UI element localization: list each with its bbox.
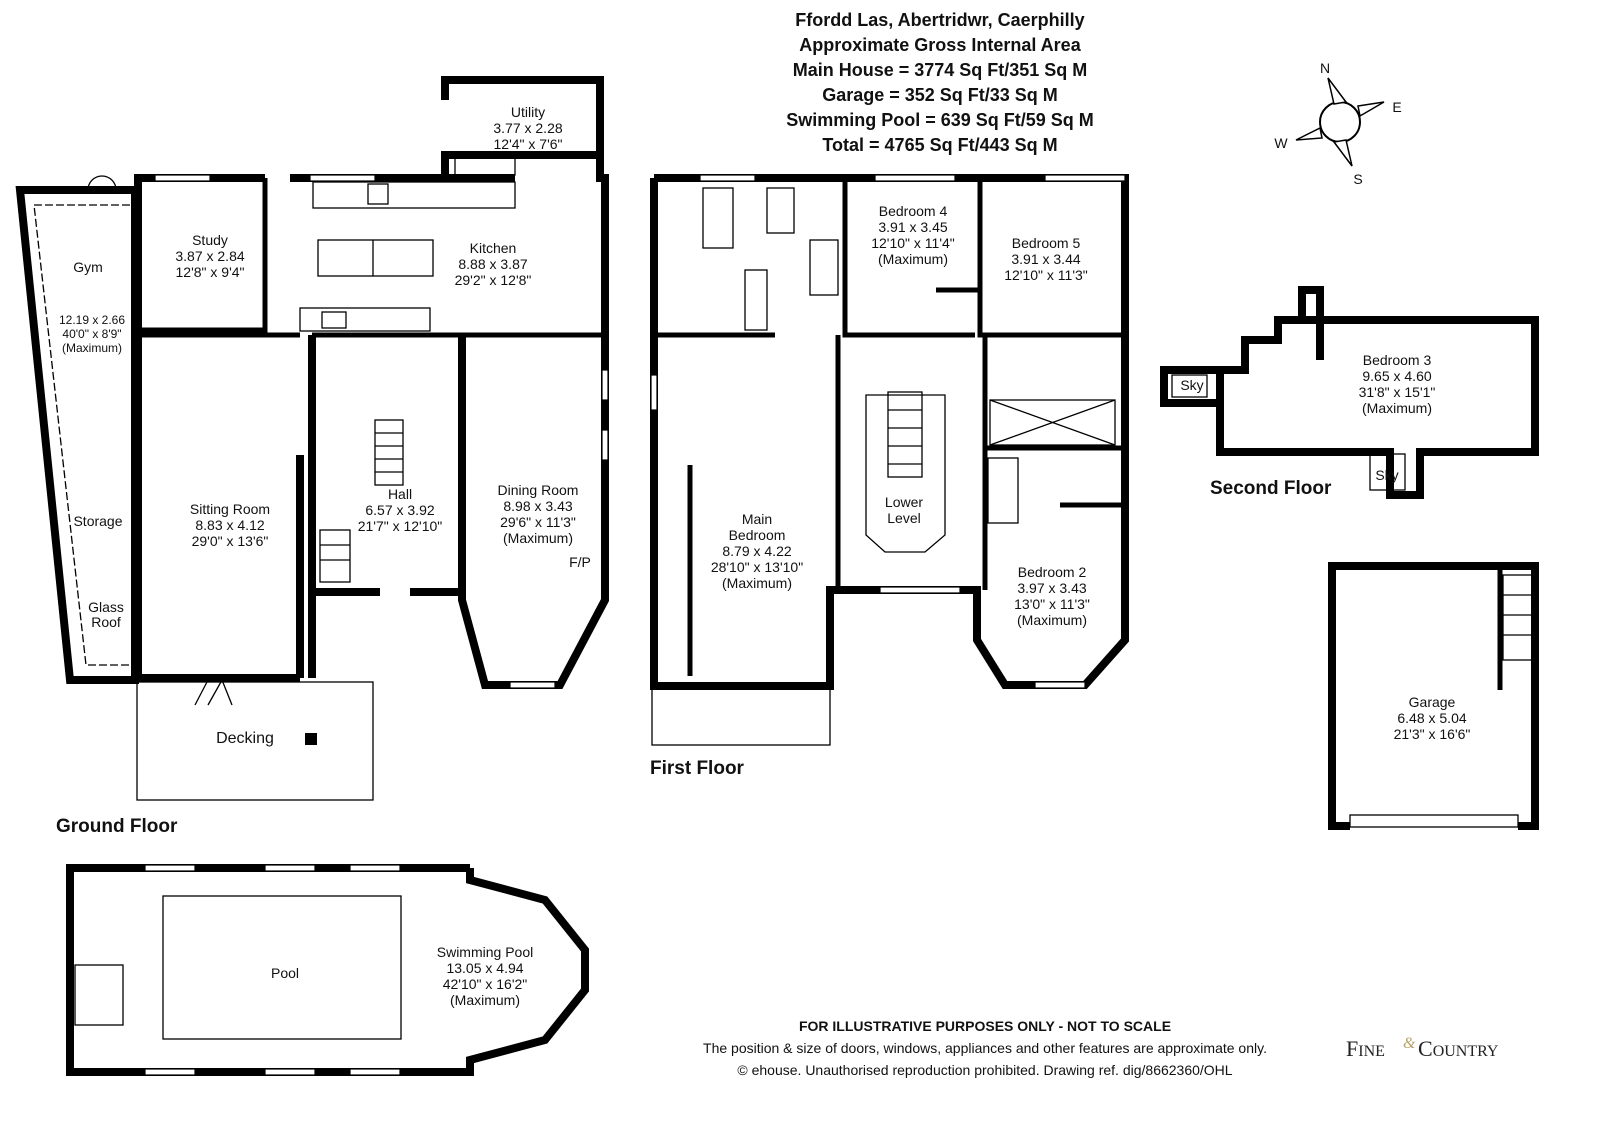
garage-label: Garage: [1409, 694, 1456, 710]
sitting-room-metric: 8.83 x 4.12: [195, 517, 264, 533]
dining-room-note: (Maximum): [503, 530, 573, 546]
swimming-pool-metric: 13.05 x 4.94: [446, 960, 523, 976]
main-house-area: Main House = 3774 Sq Ft/351 Sq M: [793, 60, 1088, 80]
gym-label: Gym: [73, 259, 103, 275]
bedroom4-imperial: 12'10" x 11'4": [871, 235, 955, 251]
decking-label: Decking: [216, 730, 274, 747]
compass-w: W: [1274, 135, 1288, 151]
first-floor-plan: Bedroom 4 3.91 x 3.45 12'10" x 11'4" (Ma…: [650, 174, 1129, 779]
skylight-label-south: Sky: [1375, 467, 1398, 483]
dining-room-metric: 8.98 x 3.43: [503, 498, 572, 514]
skylight-label-west: Sky: [1180, 377, 1203, 393]
svg-text:COUNTRY: COUNTRY: [1418, 1036, 1499, 1061]
swimming-pool-imperial: 42'10" x 16'2": [443, 976, 528, 992]
kitchen-metric: 8.88 x 3.87: [458, 256, 527, 272]
bedroom2-note: (Maximum): [1017, 612, 1087, 628]
bedroom4-label: Bedroom 4: [879, 203, 948, 219]
main-bedroom-metric: 8.79 x 4.22: [722, 543, 791, 559]
swimming-pool-label: Swimming Pool: [437, 944, 533, 960]
garage-metric: 6.48 x 5.04: [1397, 710, 1466, 726]
compass-n: N: [1320, 60, 1330, 76]
address-title: Ffordd Las, Abertridwr, Caerphilly: [795, 10, 1084, 30]
compass-icon: N E S W: [1274, 60, 1401, 187]
pool-tank-label: Pool: [271, 965, 299, 981]
pool-area: Swimming Pool = 639 Sq Ft/59 Sq M: [786, 110, 1094, 130]
hall-label: Hall: [388, 486, 412, 502]
compass-s: S: [1353, 171, 1362, 187]
second-floor-plan: Sky Sky Bedroom 3 9.65 x 4.60 31'8" x 15…: [1160, 286, 1539, 499]
dining-room-label: Dining Room: [498, 482, 579, 498]
bedroom2-label: Bedroom 2: [1018, 564, 1087, 580]
bedroom5-label: Bedroom 5: [1012, 235, 1081, 251]
bedroom4-note: (Maximum): [878, 251, 948, 267]
disclaimer-line-1: The position & size of doors, windows, a…: [703, 1040, 1267, 1056]
gym-metric: 12.19 x 2.66: [59, 313, 125, 327]
lower-level-label: Lower: [885, 494, 923, 510]
area-subtitle: Approximate Gross Internal Area: [799, 35, 1081, 55]
first-floor-title: First Floor: [650, 758, 745, 779]
swimming-pool-note: (Maximum): [450, 992, 520, 1008]
main-bedroom-imperial: 28'10" x 13'10": [711, 559, 803, 575]
swimming-pool-plan: Pool Swimming Pool 13.05 x 4.94 42'10" x…: [66, 864, 589, 1076]
bedroom3-metric: 9.65 x 4.60: [1362, 368, 1431, 384]
storage-label: Storage: [73, 513, 122, 529]
utility-label: Utility: [511, 104, 545, 120]
bedroom3-label: Bedroom 3: [1363, 352, 1432, 368]
bedroom5-metric: 3.91 x 3.44: [1011, 251, 1080, 267]
sitting-room-label: Sitting Room: [190, 501, 270, 517]
disclaimer-line-2: © ehouse. Unauthorised reproduction proh…: [737, 1062, 1232, 1078]
bedroom5-imperial: 12'10" x 11'3": [1004, 267, 1088, 283]
area-summary: Ffordd Las, Abertridwr, Caerphilly Appro…: [786, 10, 1094, 155]
ground-floor-plan: Utility 3.77 x 2.28 12'4" x 7'6" Study 3…: [15, 76, 609, 837]
svg-text:FINE: FINE: [1346, 1036, 1385, 1061]
main-bedroom-note: (Maximum): [722, 575, 792, 591]
gym-note: (Maximum): [62, 341, 122, 355]
ground-floor-title: Ground Floor: [56, 816, 178, 837]
dining-room-imperial: 29'6" x 11'3": [500, 514, 576, 530]
utility-imperial: 12'4" x 7'6": [494, 136, 563, 152]
glass-roof-label: Glass: [88, 599, 124, 615]
utility-metric: 3.77 x 2.28: [493, 120, 562, 136]
sitting-room-imperial: 29'0" x 13'6": [192, 533, 269, 549]
compass-e: E: [1392, 99, 1401, 115]
hall-imperial: 21'7" x 12'10": [358, 518, 443, 534]
total-area: Total = 4765 Sq Ft/443 Sq M: [822, 135, 1057, 155]
bedroom2-metric: 3.97 x 3.43: [1017, 580, 1086, 596]
bedroom2-imperial: 13'0" x 11'3": [1014, 596, 1090, 612]
bedroom4-metric: 3.91 x 3.45: [878, 219, 947, 235]
study-imperial: 12'8" x 9'4": [176, 264, 245, 280]
garage-plan: Garage 6.48 x 5.04 21'3" x 16'6": [1328, 562, 1539, 830]
glass-roof-label-2: Roof: [91, 614, 121, 630]
svg-text:&: &: [1403, 1035, 1416, 1052]
garage-imperial: 21'3" x 16'6": [1394, 726, 1471, 742]
study-label: Study: [192, 232, 228, 248]
kitchen-label: Kitchen: [470, 240, 517, 256]
lower-level-label-2: Level: [887, 510, 920, 526]
disclaimer: FOR ILLUSTRATIVE PURPOSES ONLY - NOT TO …: [799, 1018, 1171, 1034]
bedroom3-note: (Maximum): [1362, 400, 1432, 416]
footer: FOR ILLUSTRATIVE PURPOSES ONLY - NOT TO …: [703, 1018, 1267, 1078]
kitchen-imperial: 29'2" x 12'8": [455, 272, 532, 288]
fireplace-label: F/P: [569, 554, 591, 570]
gym-imperial: 40'0" x 8'9": [62, 327, 121, 341]
bedroom3-imperial: 31'8" x 15'1": [1359, 384, 1436, 400]
main-bedroom-label-2: Bedroom: [729, 527, 786, 543]
main-bedroom-label: Main: [742, 511, 772, 527]
second-floor-title: Second Floor: [1210, 478, 1332, 499]
garage-area: Garage = 352 Sq Ft/33 Sq M: [822, 85, 1058, 105]
hall-metric: 6.57 x 3.92: [365, 502, 434, 518]
fine-and-country-logo: FINE & COUNTRY: [1346, 1035, 1499, 1061]
study-metric: 3.87 x 2.84: [175, 248, 244, 264]
